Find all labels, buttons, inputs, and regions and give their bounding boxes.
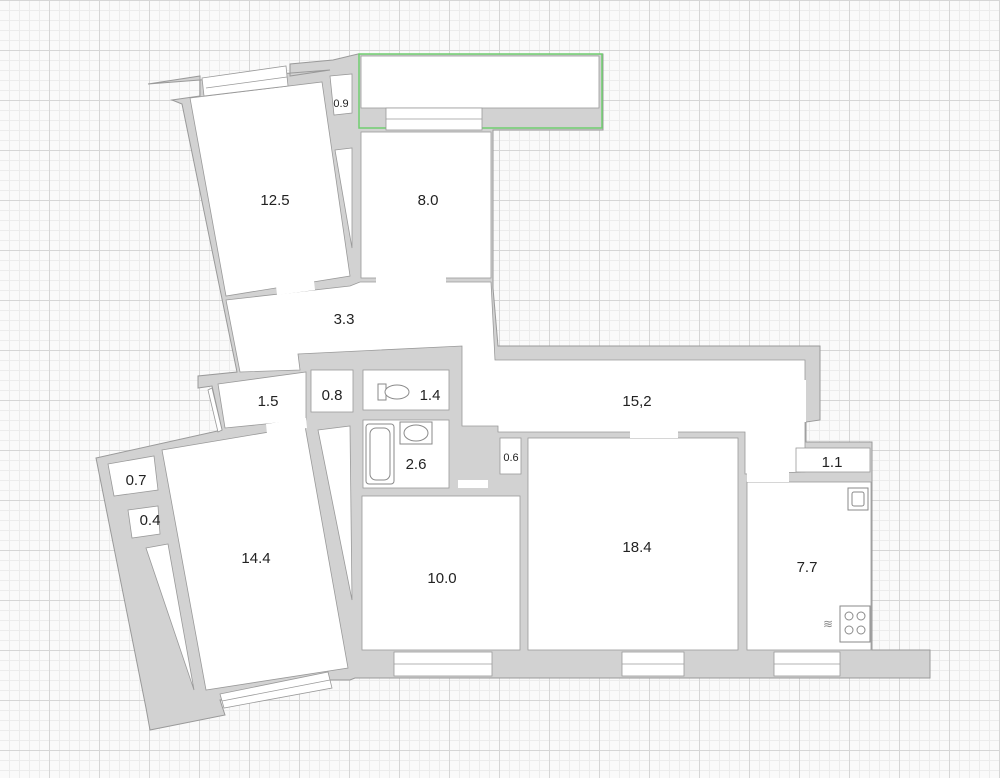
closet-0-9-floor [329, 73, 353, 116]
hall-floor [225, 281, 806, 475]
windows [201, 65, 841, 709]
label-closet-0-4: 0.4 [140, 512, 161, 529]
label-kitchen-7-7: 7.7 [797, 559, 818, 576]
room-10-0-floor [361, 495, 521, 651]
label-room-14-4: 14.4 [241, 550, 270, 567]
closet-0-8-floor [310, 369, 354, 413]
label-closet-0-6: 0.6 [503, 452, 518, 464]
room-18-4-floor [527, 437, 739, 651]
balcony-floor [360, 55, 600, 109]
strip-right-floor [317, 425, 353, 601]
room-14-4-floor [161, 425, 349, 691]
room-12-5-floor [189, 81, 351, 297]
label-corridor-15-2: 15,2 [622, 393, 651, 410]
label-room-10-0: 10.0 [427, 570, 456, 587]
floors [107, 55, 872, 691]
doors [266, 276, 806, 488]
closet-0-7-floor [107, 455, 159, 497]
label-closet-0-7: 0.7 [126, 472, 147, 489]
label-closet-0-9: 0.9 [333, 98, 348, 110]
label-room-18-4: 18.4 [622, 539, 651, 556]
stove-icon [839, 605, 871, 643]
closet-0-6-floor [499, 437, 522, 475]
fixtures [365, 383, 871, 643]
label-room-8-0: 8.0 [418, 192, 439, 209]
label-room-12-5: 12.5 [260, 192, 289, 209]
toilet-bowl-icon [384, 384, 410, 400]
label-bath-2-6: 2.6 [406, 456, 427, 473]
closet-0-4-floor [127, 505, 161, 539]
room-1-1-floor [795, 447, 871, 473]
room-8-0-floor [360, 131, 492, 279]
label-hall-1-5: 1.5 [258, 393, 279, 410]
sliver-floor [145, 543, 195, 691]
label-hall-3-3: 3.3 [334, 311, 355, 328]
label-room-1-1: 1.1 [822, 454, 843, 471]
heat-waves-icon: ≋ [823, 617, 833, 631]
room-labels: 12.5 0.9 8.0 3.3 1.5 0.8 1.4 15,2 0.6 1.… [126, 98, 843, 587]
label-wc-1-4: 1.4 [420, 387, 441, 404]
label-closet-0-8: 0.8 [322, 387, 343, 404]
strip-floor [334, 147, 353, 249]
